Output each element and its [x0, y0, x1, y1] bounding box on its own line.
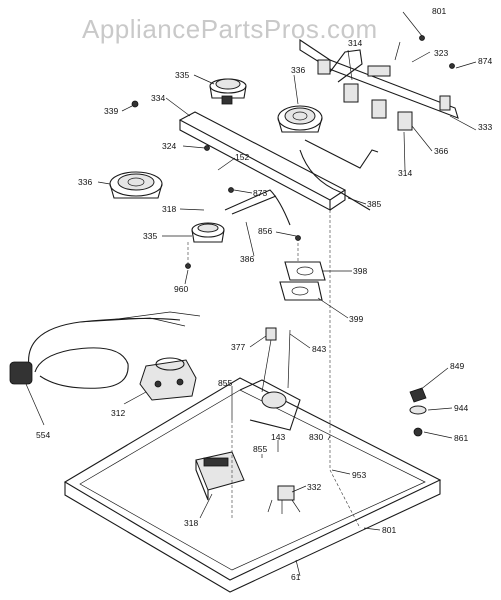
callout-61: 61 [291, 572, 301, 582]
wire-harness [9, 311, 201, 389]
callout-960: 960 [174, 284, 188, 294]
callout-366: 366 [434, 146, 448, 156]
right-hardware [409, 387, 427, 437]
callout-336-left: 336 [78, 177, 92, 187]
callout-335-lower: 335 [143, 231, 157, 241]
callout-318-bottom: 318 [184, 518, 198, 528]
callout-843: 843 [312, 344, 326, 354]
callout-953: 953 [352, 470, 366, 480]
callout-334: 334 [151, 93, 165, 103]
control-module [195, 451, 245, 501]
callout-312: 312 [111, 408, 125, 418]
burner-lower [191, 222, 225, 243]
callout-339: 339 [104, 106, 118, 116]
callout-324: 324 [162, 141, 176, 151]
terminal-block [267, 485, 301, 514]
gaskets [279, 261, 326, 301]
callout-377: 377 [231, 342, 245, 352]
callout-323: 323 [434, 48, 448, 58]
callout-335-top: 335 [175, 70, 189, 80]
callout-873: 873 [253, 188, 267, 198]
callout-152: 152 [235, 152, 249, 162]
callout-386: 386 [240, 254, 254, 264]
burner-top-right [277, 105, 323, 133]
callout-336-top: 336 [291, 65, 305, 75]
callout-333: 333 [478, 122, 492, 132]
burner-left-large [109, 171, 163, 199]
callout-332: 332 [307, 482, 321, 492]
callout-143: 143 [271, 432, 285, 442]
callout-399: 399 [349, 314, 363, 324]
burner-top-left [209, 78, 247, 105]
gas-tubes [224, 149, 371, 226]
callout-labels: 801 323 874 314 335 336 339 334 333 366 … [36, 6, 492, 582]
gas-manifold-assembly [299, 38, 459, 169]
fasteners [131, 35, 455, 269]
base-tray [63, 377, 442, 593]
watermark-text: AppliancePartsPros.com [82, 14, 378, 44]
callout-318-top: 318 [162, 204, 176, 214]
callout-314-top: 314 [348, 38, 362, 48]
igniter [261, 327, 291, 393]
callout-874: 874 [478, 56, 492, 66]
callout-830: 830 [309, 432, 323, 442]
leader-lines [25, 11, 477, 577]
callout-944: 944 [454, 403, 468, 413]
pressure-regulator [139, 357, 197, 401]
callout-398: 398 [353, 266, 367, 276]
callout-856: 856 [258, 226, 272, 236]
callout-861: 861 [454, 433, 468, 443]
callout-801: 801 [432, 6, 446, 16]
callout-801-bottom: 801 [382, 525, 396, 535]
callout-855-upper: 855 [218, 378, 232, 388]
callout-554: 554 [36, 430, 50, 440]
callout-855-lower: 855 [253, 444, 267, 454]
callout-314-bottom: 314 [398, 168, 412, 178]
assembly-lines [187, 210, 361, 529]
callout-849: 849 [450, 361, 464, 371]
callout-385: 385 [367, 199, 381, 209]
burner-bracket [178, 111, 347, 211]
